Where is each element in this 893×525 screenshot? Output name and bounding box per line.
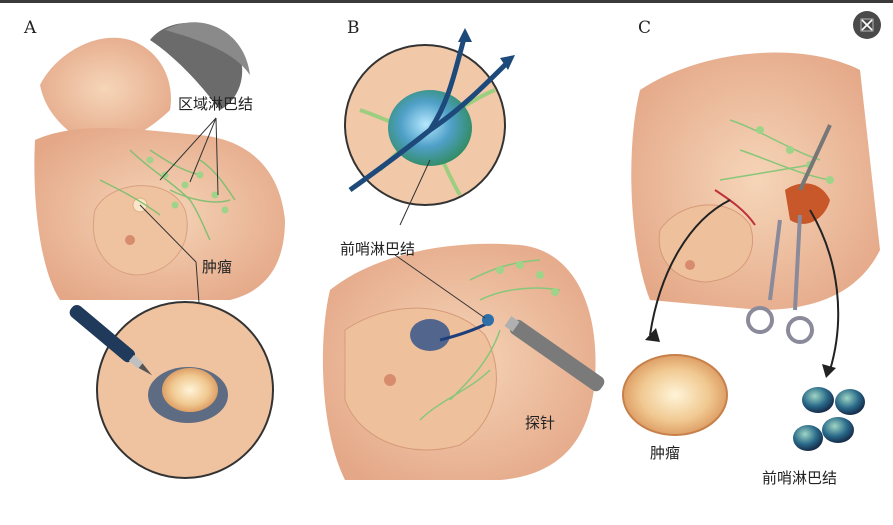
label-regional-lymph-nodes: 区域淋巴结: [178, 95, 254, 113]
panel-c-art: [622, 52, 880, 451]
panel-b-art: [322, 28, 605, 480]
panel-b-letter: B: [347, 18, 360, 38]
close-button[interactable]: [853, 11, 881, 39]
panel-c-letter: C: [638, 18, 652, 38]
panel-a-letter: A: [24, 18, 37, 38]
window-top-border: [0, 0, 893, 3]
panel-a-art: [34, 22, 285, 479]
label-tumor-c: 肿瘤: [650, 444, 681, 462]
label-tumor-a: 肿瘤: [202, 258, 233, 276]
label-sentinel-node-b: 前哨淋巴结: [340, 240, 416, 258]
close-icon: [860, 18, 874, 32]
label-probe: 探针: [525, 414, 556, 432]
label-sentinel-node-c: 前哨淋巴结: [762, 469, 838, 487]
